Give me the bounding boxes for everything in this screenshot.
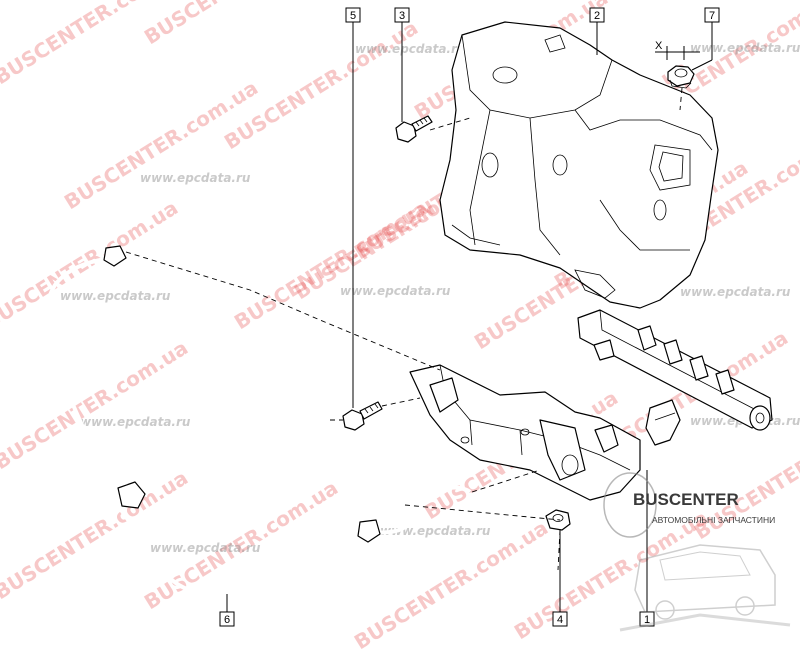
- callout-label: 6: [224, 614, 230, 626]
- watermark-brand: BUSCENTER.com.ua: [0, 335, 192, 474]
- logo-title: BUSCENTER: [633, 490, 739, 509]
- watermark-brand: BUSCENTER.com.ua: [0, 195, 182, 334]
- callout-2[interactable]: 2: [589, 7, 605, 55]
- callout-5[interactable]: 5: [345, 7, 361, 408]
- part-6-hose[interactable]: [44, 245, 472, 595]
- callout-label: 2: [594, 10, 600, 22]
- watermark-site: www.epcdata.ru: [60, 289, 171, 303]
- assembly-guide-lines: [125, 87, 683, 571]
- callout-label: 3: [399, 10, 405, 22]
- callout-label: 4: [557, 614, 563, 626]
- callout-6[interactable]: 6: [219, 594, 235, 627]
- logo-subtitle: АВТОМОБІЛЬНІ ЗАПЧАСТИНИ: [652, 515, 775, 525]
- part-2-engine-cover[interactable]: [439, 21, 719, 309]
- part-3-bolt[interactable]: [395, 115, 433, 143]
- callout-label: 7: [709, 10, 715, 22]
- watermark-site: www.epcdata.ru: [680, 285, 791, 299]
- callout-1[interactable]: 1: [639, 470, 655, 627]
- callout-label: 5: [350, 10, 356, 22]
- watermark-site: www.epcdata.ru: [150, 541, 261, 555]
- callout-7[interactable]: 7: [691, 7, 720, 71]
- watermark-site: www.epcdata.ru: [80, 415, 191, 429]
- watermark-site: www.epcdata.ru: [690, 41, 800, 55]
- watermark-brand: BUSCENTER.com.ua: [140, 0, 342, 49]
- buscenter-logo: BUSCENTER АВТОМОБІЛЬНІ ЗАПЧАСТИНИ: [603, 472, 791, 632]
- part-5-bolt[interactable]: [342, 401, 383, 431]
- callout-label: 1: [644, 614, 650, 626]
- callout-4[interactable]: 4: [552, 530, 568, 627]
- dimension-label: X: [655, 40, 663, 52]
- callout-3[interactable]: 3: [394, 7, 410, 122]
- watermark-site: www.epcdata.ru: [340, 284, 451, 298]
- watermark-site: www.epcdata.ru: [140, 171, 251, 185]
- mounting-bracket: [409, 364, 641, 501]
- watermark-site: www.epcdata.ru: [355, 42, 466, 56]
- bus-silhouette: [619, 544, 791, 632]
- injector: [637, 325, 735, 395]
- fuel-rail-assembly: [577, 309, 773, 446]
- part-7-nut[interactable]: X: [655, 40, 700, 89]
